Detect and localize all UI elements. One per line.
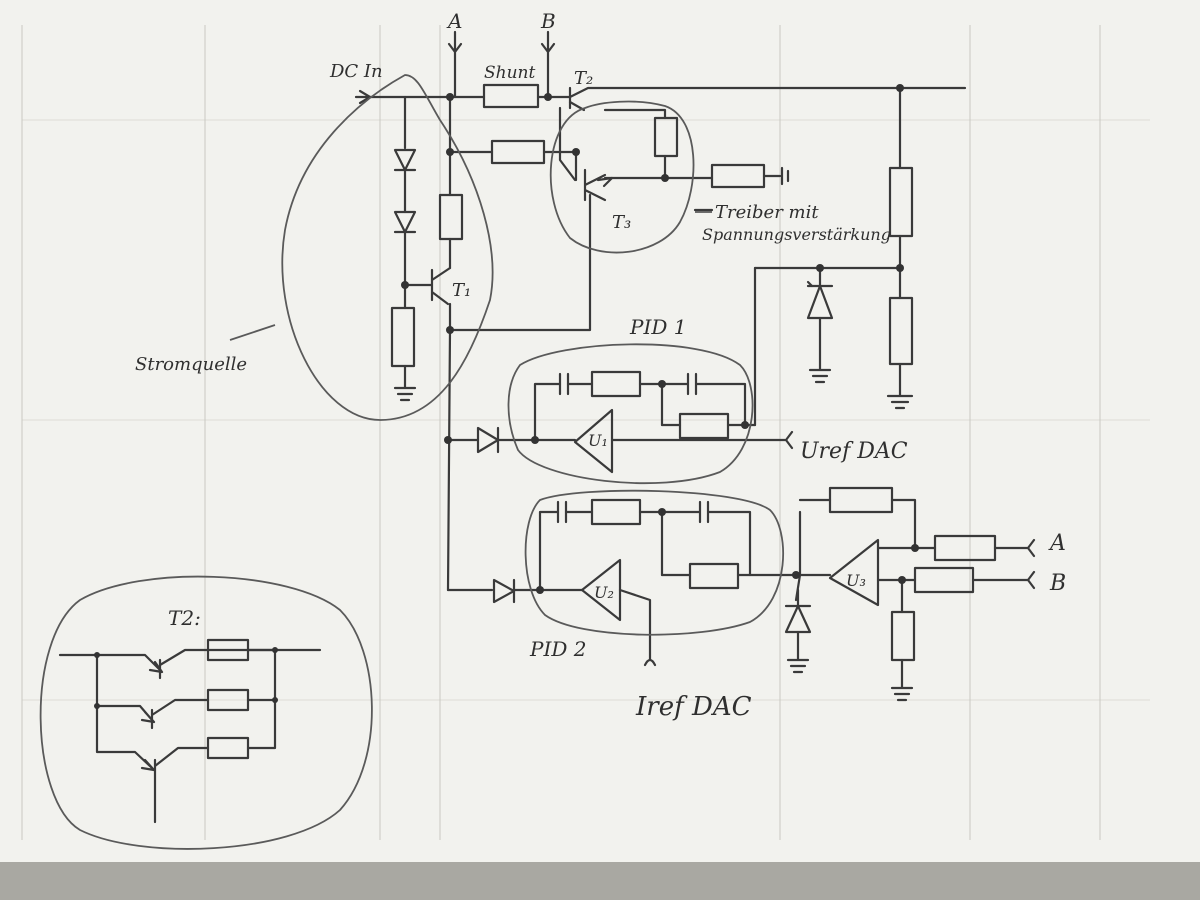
terminal-b-top-label: B <box>540 9 556 33</box>
t2-detail-outline <box>39 575 373 850</box>
t3-label: T₃ <box>612 212 631 233</box>
shunt-label: Shunt <box>484 63 535 83</box>
t2-detail-label: T2: <box>168 606 201 630</box>
bleed-through-table <box>21 25 1150 840</box>
pid1-outline <box>507 343 754 485</box>
wiring <box>354 30 1036 702</box>
u1-label: U₁ <box>588 431 608 450</box>
paper-sheet <box>0 0 1200 870</box>
u2-label: U₂ <box>594 583 614 602</box>
pid2-outline <box>524 489 785 636</box>
t2-label: T₂ <box>574 68 593 89</box>
output-b-label: B <box>1049 571 1066 596</box>
stromquelle-outline <box>281 74 494 421</box>
terminal-a-top-label: A <box>446 9 462 33</box>
stromquelle-label: Stromquelle <box>135 354 247 375</box>
stromquelle-pointer <box>229 324 276 341</box>
driver-label-line1: Treiber mit <box>715 202 819 223</box>
driver-label-line2: Spannungsverstärkung <box>702 225 891 244</box>
junction-dots <box>401 84 919 594</box>
dc-in-label: DC In <box>329 61 383 82</box>
pid1-label: PID 1 <box>629 315 686 339</box>
pid2-label: PID 2 <box>529 637 586 661</box>
output-a-label: A <box>1048 531 1066 556</box>
treiber-outline <box>549 100 695 254</box>
t1-label: T₁ <box>452 280 471 301</box>
paper-shadow <box>0 862 1200 900</box>
t2-detail-sketch <box>58 638 322 824</box>
u3-label: U₃ <box>846 571 866 590</box>
grouping-outlines <box>39 74 785 850</box>
iref-dac-label: Iref DAC <box>635 692 752 722</box>
uref-dac-label: Uref DAC <box>800 439 908 464</box>
handwritten-labels: A B DC In Shunt T₂ T₃ T₁ Treiber mit Spa… <box>135 9 1066 722</box>
